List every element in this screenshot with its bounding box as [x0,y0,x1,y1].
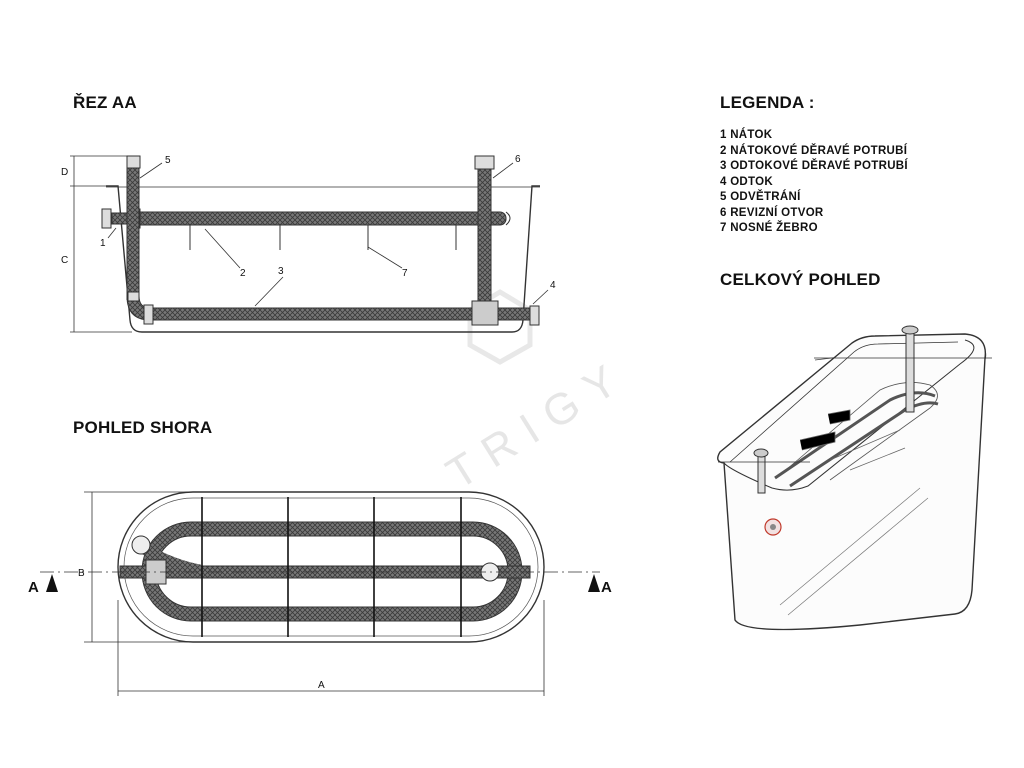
section-mark-left: A [28,579,39,596]
outflow-tee [471,300,499,326]
callout-2: 2 [240,268,246,279]
support-ribs-top [201,497,462,637]
callout-3: 3 [278,266,284,277]
tank-outline-top [117,491,545,643]
revision-pipe [477,167,492,309]
top-dimensions [84,491,545,696]
section-arrow-right [588,574,600,592]
support-ribs [189,225,457,250]
section-aa-drawing: 5 6 1 2 3 7 4 D C [61,154,556,333]
vent-cap [126,155,141,169]
legend-list: 1 NÁTOK 2 NÁTOKOVÉ DĚRAVÉ POTRUBÍ 3 ODTO… [720,128,908,237]
vertical-dimensions [70,155,132,333]
section-mark-right: A [601,579,612,596]
callout-1: 1 [100,238,106,249]
overall-view-drawing [717,325,992,631]
dimension-a: A [318,680,325,691]
legend-item: 2 NÁTOKOVÉ DĚRAVÉ POTRUBÍ [720,144,908,157]
legend-item: 6 REVIZNÍ OTVOR [720,206,824,219]
dimension-c: C [61,255,68,266]
support-ribs-3d [799,409,906,471]
vent-pipe-3d [757,454,766,494]
revision-pipe-3d [905,331,915,413]
section-aa-title: ŘEZ AA [73,93,137,112]
vent-circle [131,535,151,555]
dimension-d: D [61,167,68,178]
legend-item: 3 ODTOKOVÉ DĚRAVÉ POTRUBÍ [720,160,908,172]
callout-7: 7 [402,268,408,279]
legend-item: 5 ODVĚTRÁNÍ [720,191,801,203]
section-arrow-left [46,574,58,592]
dimension-b: B [78,568,85,579]
tank-outline [106,185,540,333]
overall-view-title: CELKOVÝ POHLED [720,270,881,289]
legend-item: 4 ODTOK [720,175,774,188]
inflow-perforated-pipe [127,211,507,226]
inflow-flange [101,208,112,229]
callout-5: 5 [165,155,171,166]
legend-item: 1 NÁTOK [720,129,773,141]
revision-cap [474,155,495,170]
callout-4: 4 [550,280,556,291]
outflow-flange [529,305,540,326]
legend-title: LEGENDA : [720,93,815,112]
watermark-text: TRIGY [438,349,637,499]
outflow-perforated-pipe [127,295,530,320]
tank-body-3d [717,333,987,631]
legend-item: 7 NOSNÉ ŽEBRO [720,222,818,234]
top-view-title: POHLED SHORA [73,418,213,437]
callout-6: 6 [515,154,521,165]
top-view-drawing: A A B A [28,491,612,696]
